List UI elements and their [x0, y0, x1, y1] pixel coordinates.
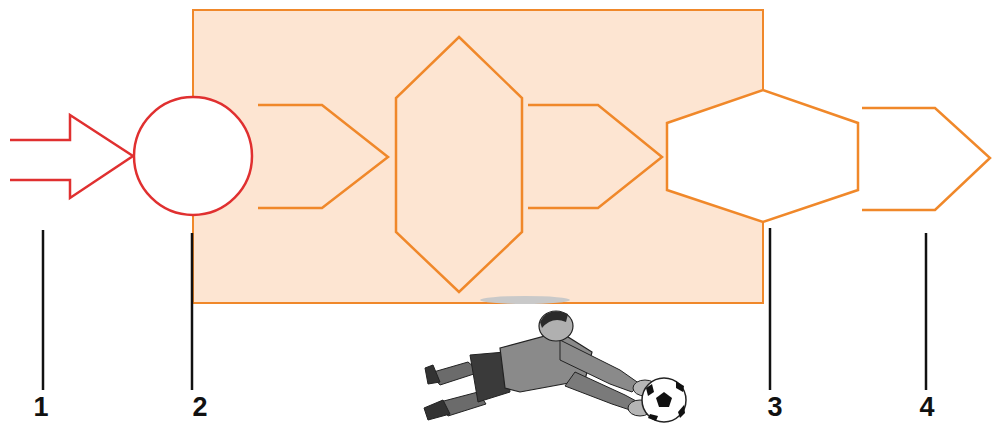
output-hexagon: [667, 90, 858, 222]
input-arrow: [10, 115, 133, 198]
leader-line: [191, 233, 194, 390]
output-arrow: [862, 108, 990, 210]
callout-number: 3: [767, 394, 782, 421]
leader-line: [925, 233, 928, 390]
leader-line: [42, 230, 45, 390]
callout-number: 4: [919, 394, 934, 421]
leader-line: [769, 228, 772, 390]
flow-arrow: [258, 105, 388, 208]
goalkeeper-illustration: [424, 296, 686, 422]
flow-arrow: [528, 105, 662, 208]
callout-number: 1: [33, 394, 48, 421]
entry-circle: [134, 97, 252, 215]
process-hexagon: [396, 37, 522, 292]
callout-number: 2: [192, 394, 207, 421]
